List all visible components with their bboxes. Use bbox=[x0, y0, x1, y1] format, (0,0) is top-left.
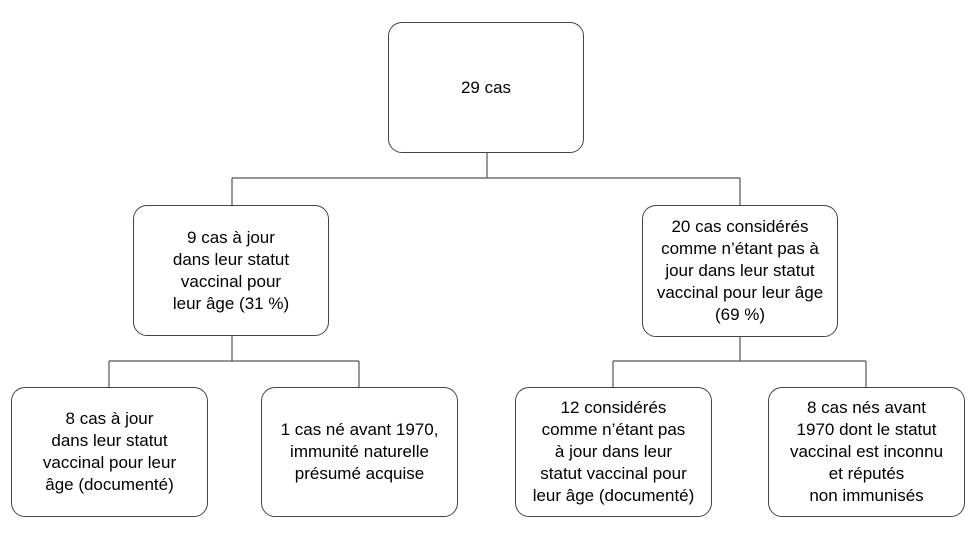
level2-right-b-label: 8 cas nés avant 1970 dont le statut vacc… bbox=[789, 398, 944, 505]
level2-right-a-label: 12 considérés comme n’étant pas à jour d… bbox=[532, 398, 695, 505]
root-node-label: 29 cas bbox=[460, 77, 512, 97]
root-node: 29 cas bbox=[388, 22, 584, 153]
level2-left-a-label: 8 cas à jour dans leur statut vaccinal p… bbox=[42, 409, 177, 494]
level1-right-label: 20 cas considérés comme n’étant pas à jo… bbox=[656, 217, 824, 324]
level1-left-label: 9 cas à jour dans leur statut vaccinal p… bbox=[172, 227, 290, 313]
level2-right-b-node: 8 cas nés avant 1970 dont le statut vacc… bbox=[768, 387, 965, 517]
level2-left-b-node: 1 cas né avant 1970, immunité naturelle … bbox=[261, 387, 458, 517]
level1-right-node: 20 cas considérés comme n’étant pas à jo… bbox=[642, 205, 838, 337]
level2-left-b-label: 1 cas né avant 1970, immunité naturelle … bbox=[280, 420, 439, 483]
level1-left-node: 9 cas à jour dans leur statut vaccinal p… bbox=[133, 205, 329, 336]
level2-left-a-node: 8 cas à jour dans leur statut vaccinal p… bbox=[11, 387, 208, 517]
level2-right-a-node: 12 considérés comme n’étant pas à jour d… bbox=[515, 387, 712, 517]
